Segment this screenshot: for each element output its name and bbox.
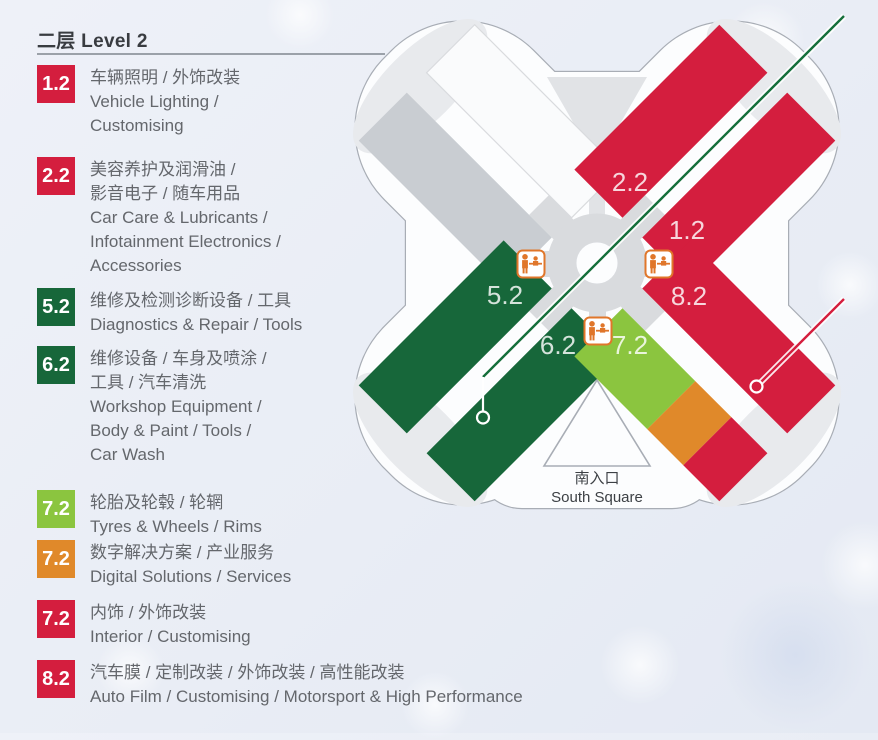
hall-unused-white [425, 23, 621, 219]
page-title: 二层 Level 2 [37, 31, 148, 52]
legend-text: 汽车膜 / 定制改装 / 外饰改装 / 高性能改装 Auto Film / Cus… [90, 660, 523, 709]
legend-line: Digital Solutions / Services [90, 567, 292, 586]
hall-7-2-digital [647, 381, 732, 466]
hall-2-2 [574, 24, 768, 218]
legend-item: 7.2 轮胎及轮毂 / 轮辋 Tyres & Wheels / Rims [37, 490, 262, 539]
legend-line: Interior / Customising [90, 627, 251, 646]
legend-code: 1.2 [42, 72, 70, 95]
legend-line: Workshop Equipment / [90, 397, 262, 416]
hall-1-2 [642, 92, 836, 286]
hall-label-5-2: 5.2 [487, 280, 523, 310]
hall-label-8-2: 8.2 [671, 281, 707, 311]
title-rule [37, 53, 385, 55]
legend-item: 5.2 维修及检测诊断设备 / 工具 Diagnostics & Repair /… [37, 288, 302, 337]
legend-code-badge: 7.2 [37, 600, 75, 638]
legend-text: 数字解决方案 / 产业服务 Digital Solutions / Service… [90, 540, 291, 589]
hall-numbers: 2.2 1.2 5.2 8.2 6.2 7.2 [487, 167, 707, 360]
legend-line: 美容养护及润滑油 / [90, 160, 236, 179]
legend-line: 维修及检测诊断设备 / 工具 [90, 291, 292, 310]
legend-text: 美容养护及润滑油 / 影音电子 / 随车用品 Car Care & Lubrican… [90, 157, 281, 278]
legend-item: 8.2 汽车膜 / 定制改装 / 外饰改装 / 高性能改装 Auto Film /… [37, 660, 523, 709]
legend-code: 8.2 [42, 667, 70, 690]
wing-southwest [358, 240, 620, 502]
legend-code-badge: 5.2 [37, 288, 75, 326]
legend-line: Body & Paint / Tools / [90, 421, 252, 440]
legend-item: 6.2 维修设备 / 车身及喷涂 / 工具 / 汽车清洗 Workshop Equi… [37, 346, 267, 467]
hall-label-6-2: 6.2 [540, 330, 576, 360]
wing-northeast [574, 24, 836, 286]
hall-label-2-2: 2.2 [612, 167, 648, 197]
leader-red-endpoint [749, 379, 764, 394]
legend-line: Infotainment Electronics / [90, 232, 281, 251]
south-entrance-label: 南入口 South Square [551, 470, 643, 506]
legend-line: 汽车膜 / 定制改装 / 外饰改装 / 高性能改装 [90, 663, 405, 682]
legend-text: 车辆照明 / 外饰改装 Vehicle Lighting / Customising [90, 65, 240, 138]
hall-7-2-interior [683, 417, 768, 502]
legend-code: 5.2 [42, 295, 70, 318]
legend-line: 影音电子 / 随车用品 [90, 184, 241, 203]
legend-text: 轮胎及轮毂 / 轮辋 Tyres & Wheels / Rims [90, 490, 262, 539]
legend-line: Customising [90, 116, 184, 135]
legend-code: 7.2 [42, 607, 70, 630]
central-ring [547, 213, 647, 313]
legend-line: 工具 / 汽车清洗 [90, 373, 207, 392]
legend-item: 7.2 内饰 / 外饰改装 Interior / Customising [37, 600, 251, 649]
legend-item: 7.2 数字解决方案 / 产业服务 Digital Solutions / Ser… [37, 540, 291, 589]
legend-line: Accessories [90, 256, 182, 275]
legend-code-badge: 8.2 [37, 660, 75, 698]
hall-8-2 [642, 240, 836, 434]
leader-green-endpoint [475, 410, 491, 425]
legend-line: Auto Film / Customising / Motorsport & H… [90, 687, 523, 706]
legend-line: Tyres & Wheels / Rims [90, 517, 262, 536]
legend-code: 6.2 [42, 353, 70, 376]
legend-text: 维修设备 / 车身及喷涂 / 工具 / 汽车清洗 Workshop Equipmen… [90, 346, 267, 467]
legend-code-badge: 2.2 [37, 157, 75, 195]
hall-6-2 [426, 308, 620, 502]
leader-line-red [749, 296, 847, 394]
leader-line-green [475, 13, 847, 425]
south-entrance-en: South Square [551, 489, 643, 506]
legend-code-badge: 7.2 [37, 540, 75, 578]
legend-line: Car Wash [90, 445, 165, 464]
hall-label-7-2: 7.2 [612, 330, 648, 360]
legend-line: 轮胎及轮毂 / 轮辋 [90, 493, 224, 512]
legend-code: 2.2 [42, 164, 70, 187]
legend-line: Vehicle Lighting / [90, 92, 219, 111]
legend-text: 内饰 / 外饰改装 Interior / Customising [90, 600, 251, 649]
south-entrance-cn: 南入口 [574, 470, 619, 487]
legend-code-badge: 7.2 [37, 490, 75, 528]
legend-line: 内饰 / 外饰改装 [90, 603, 207, 622]
legend-line: Diagnostics & Repair / Tools [90, 315, 303, 334]
legend-line: 车辆照明 / 外饰改装 [90, 68, 241, 87]
hall-unused-grey [358, 92, 552, 286]
legend-item: 1.2 车辆照明 / 外饰改装 Vehicle Lighting / Customi… [37, 65, 240, 138]
legend-line: 数字解决方案 / 产业服务 [90, 543, 275, 562]
legend-line: Car Care & Lubricants / [90, 208, 268, 227]
legend-code-badge: 6.2 [37, 346, 75, 384]
hall-5-2 [358, 240, 552, 434]
legend-code-badge: 1.2 [37, 65, 75, 103]
south-entrance-canopy [542, 378, 652, 467]
legend-code: 7.2 [42, 547, 70, 570]
legend-line: 维修设备 / 车身及喷涂 / [90, 349, 267, 368]
legend-text: 维修及检测诊断设备 / 工具 Diagnostics & Repair / Too… [90, 288, 302, 337]
legend-code: 7.2 [42, 497, 70, 520]
legend-item: 2.2 美容养护及润滑油 / 影音电子 / 随车用品 Car Care & Lubr… [37, 157, 281, 278]
hall-label-1-2: 1.2 [669, 215, 705, 245]
wing-northwest [358, 23, 621, 286]
